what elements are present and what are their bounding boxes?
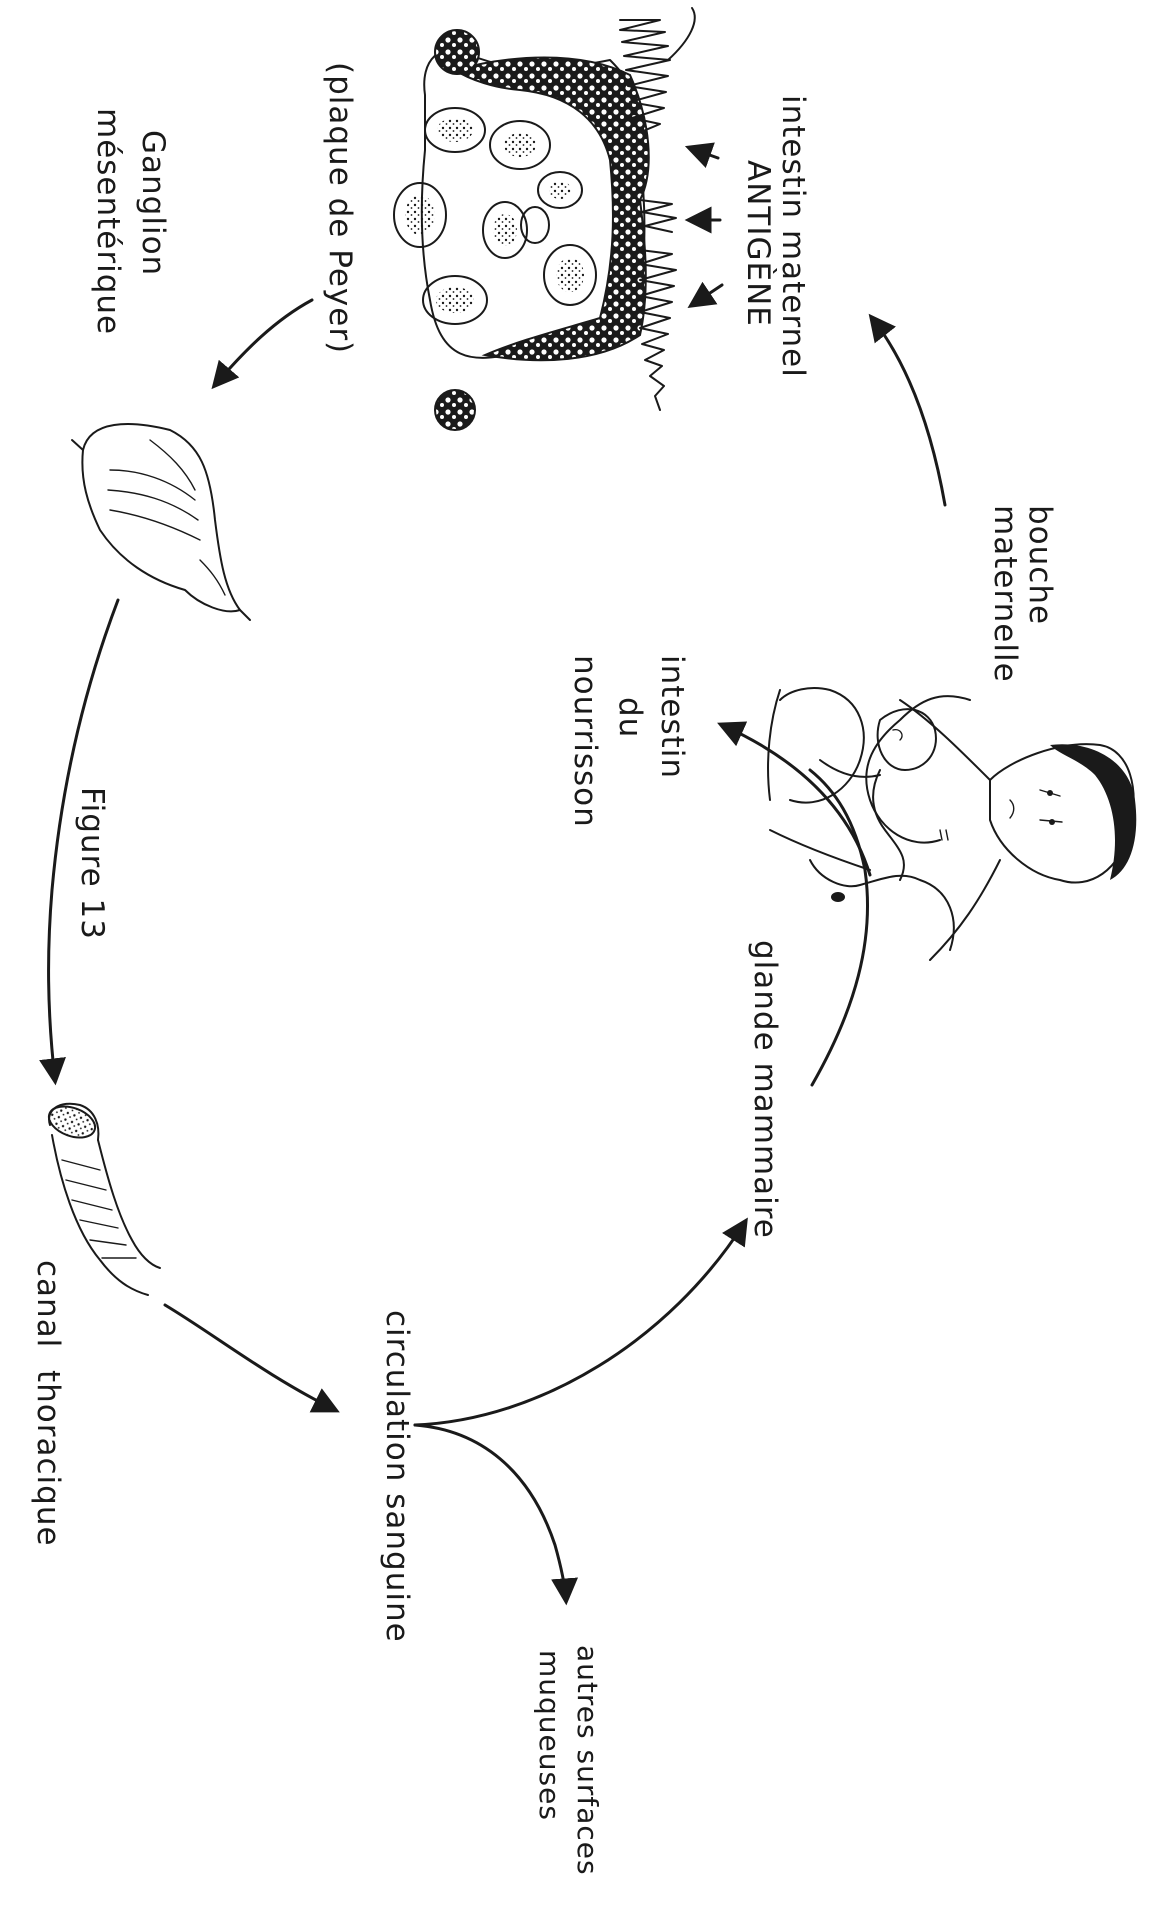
thoracic-duct-drawing (47, 1102, 161, 1296)
arrow-node-to-duct (39, 598, 120, 1086)
label-canal: canal (30, 1260, 66, 1348)
mother-infant-drawing (767, 687, 1137, 961)
label-nourrisson: nourrisson (567, 655, 603, 828)
mesenteric-node-drawing (71, 423, 251, 621)
arrow-circulation-to-mucosa (413, 1423, 579, 1606)
arrow-circulation-to-mammary (413, 1217, 748, 1427)
label-bouche: bouche (1022, 505, 1058, 625)
arrow-milk-to-infant-intestine (717, 721, 872, 877)
label-mesenterique: mésentérique (90, 108, 126, 335)
mammary-arc (808, 768, 870, 1087)
label-du: du (612, 697, 648, 738)
lymph-node-top (434, 29, 480, 75)
label-intestin-maternel: intestin maternel (775, 95, 811, 378)
figure-caption: Figure 13 (74, 787, 110, 940)
label-intestin: intestin (654, 655, 690, 779)
label-muqueuses: muqueuses (533, 1650, 566, 1821)
antigen-arrow-3 (687, 281, 724, 308)
arrow-duct-to-circulation (163, 1303, 340, 1413)
label-maternelle: maternelle (987, 505, 1023, 683)
label-autres-surfaces: autres surfaces (571, 1645, 604, 1876)
arrow-mouth-to-intestine (868, 313, 947, 507)
label-circulation-sanguine: circulation sanguine (379, 1310, 415, 1643)
lymphoid-tissue (452, 56, 650, 362)
label-plaque-de-peyer: (plaque de Peyer) (322, 62, 358, 354)
label-glande-mammaire: glande mammaire (747, 940, 783, 1239)
arrow-peyer-to-node (211, 298, 314, 390)
antigen-arrow-1 (684, 142, 720, 168)
follicles (393, 107, 597, 325)
peyer-patch-drawing (393, 7, 724, 431)
label-antigene: ANTIGÈNE (740, 160, 776, 327)
lymph-node-bottom (434, 389, 476, 431)
label-ganglion: Ganglion (135, 130, 171, 276)
intestinal-villi (619, 7, 696, 411)
label-thoracique: thoracique (30, 1370, 66, 1547)
